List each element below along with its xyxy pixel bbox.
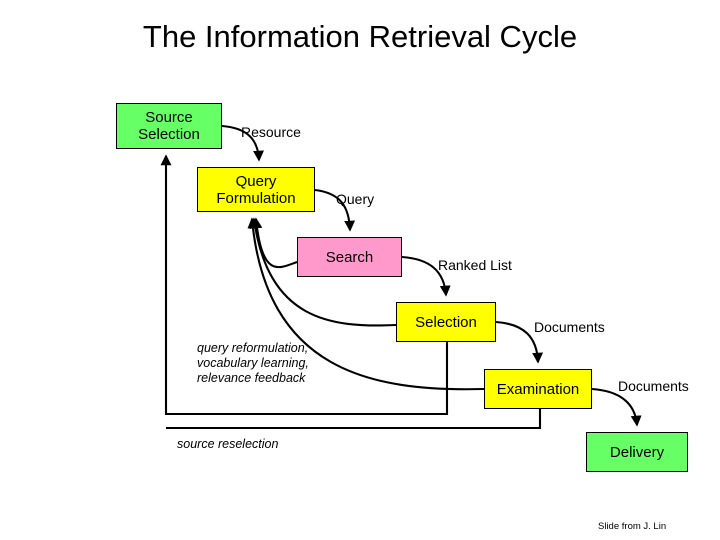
edge-label-resource: Resource — [241, 124, 301, 140]
node-source-selection[interactable]: Source Selection — [116, 103, 222, 149]
node-query-formulation-line1: Query — [235, 172, 277, 190]
edge-label-documents-selection: Documents — [534, 319, 605, 335]
annotation-source-reselection: source reselection — [177, 437, 279, 451]
edge-search-to-query-formulation-feedback — [251, 217, 298, 269]
node-source-selection-line1: Source — [145, 109, 193, 126]
slide-credit: Slide from J. Lin — [598, 521, 667, 532]
annotation-line-3: relevance feedback — [197, 371, 306, 385]
node-query-formulation-line2: Formulation — [216, 189, 296, 207]
node-search[interactable]: Search — [297, 237, 402, 277]
node-examination[interactable]: Examination — [484, 369, 592, 409]
node-query-formulation[interactable]: Query Formulation — [197, 167, 315, 212]
node-selection[interactable]: Selection — [396, 302, 496, 342]
edge-label-documents-examination: Documents — [618, 378, 689, 394]
edge-examination-to-delivery — [591, 387, 642, 427]
edge-examination-to-source-selection-feedback — [166, 409, 542, 430]
annotation-line-1: query reformulation, — [197, 341, 309, 355]
node-source-selection-line2: Selection — [138, 126, 200, 143]
annotation-line-2: vocabulary learning, — [197, 356, 309, 370]
edge-label-ranked-list: Ranked List — [438, 257, 512, 273]
node-examination-label: Examination — [496, 380, 580, 398]
edge-label-query: Query — [336, 191, 375, 207]
edge-selection-to-examination — [495, 320, 544, 364]
node-search-label: Search — [325, 248, 374, 266]
node-selection-label: Selection — [415, 313, 477, 331]
node-delivery[interactable]: Delivery — [586, 432, 688, 472]
node-delivery-label: Delivery — [609, 443, 665, 461]
page-title: The Information Retrieval Cycle — [142, 19, 578, 54]
annotation-query-reformulation: query reformulation, vocabulary learning… — [197, 341, 309, 386]
